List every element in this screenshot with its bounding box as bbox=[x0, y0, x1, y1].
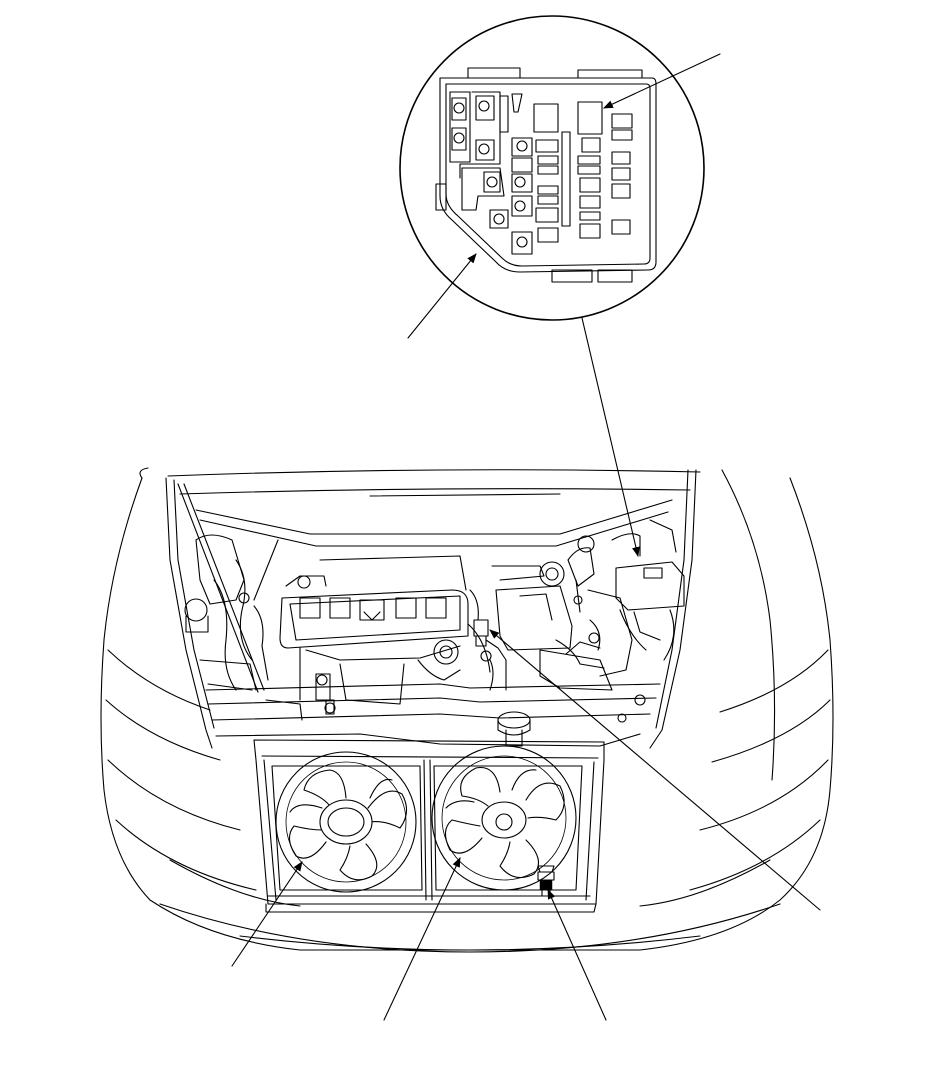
highlighted-relay bbox=[577, 101, 603, 135]
zoom-circle bbox=[399, 15, 705, 321]
leader-radiator-fan bbox=[231, 861, 303, 967]
leader-box-location bbox=[581, 317, 640, 557]
engine-bay bbox=[184, 519, 685, 747]
leader-relay bbox=[603, 53, 721, 109]
fuse-box-detail-view bbox=[399, 15, 705, 321]
radiator-assembly bbox=[253, 739, 605, 913]
radiator-fan bbox=[275, 751, 417, 893]
callout-leaders bbox=[231, 53, 821, 1021]
leader-fuse-box bbox=[407, 253, 477, 339]
leader-coolant-switch bbox=[547, 889, 607, 1021]
ac-condenser-fan bbox=[431, 745, 577, 891]
coolant-temperature-switch bbox=[537, 865, 555, 897]
leader-condenser-fan bbox=[383, 857, 461, 1021]
